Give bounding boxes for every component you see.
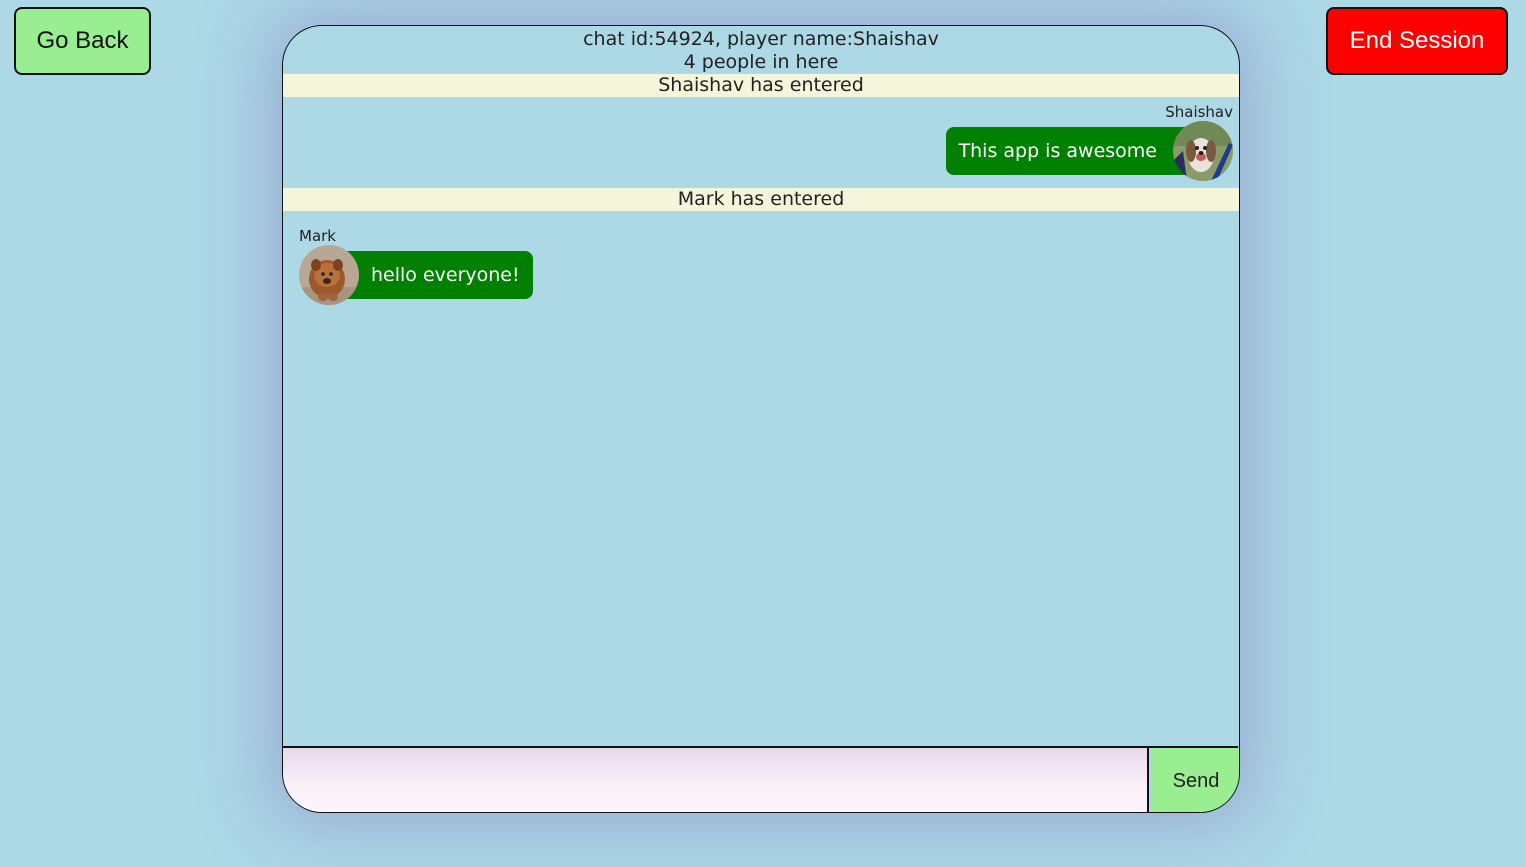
chat-window: chat id:54924, player name:Shaishav 4 pe… [282, 25, 1240, 813]
chat-info: chat id:54924, player name:Shaishav [583, 28, 939, 50]
message-bubble: This app is awesome [945, 127, 1207, 175]
sender-name: Shaishav [1165, 103, 1233, 121]
dog-photo-icon [1173, 121, 1233, 181]
end-session-button[interactable]: End Session [1326, 7, 1508, 75]
message-text: hello everyone! [371, 264, 520, 286]
avatar [1173, 121, 1233, 181]
system-message: Shaishav has entered [283, 74, 1239, 97]
people-count: 4 people in here [683, 51, 839, 73]
message-text: This app is awesome [958, 140, 1157, 162]
message-input[interactable] [283, 748, 1149, 812]
chat-header: chat id:54924, player name:Shaishav 4 pe… [283, 26, 1239, 74]
system-message: Mark has entered [283, 188, 1239, 211]
composer: Send [283, 746, 1239, 812]
message-row: Mark hello everyone! [283, 211, 1239, 311]
dog-photo-icon [299, 245, 359, 305]
message-row: Shaishav This app is awesome [283, 97, 1239, 188]
send-button[interactable]: Send [1151, 748, 1239, 812]
avatar [299, 245, 359, 305]
message-bubble: hello everyone! [329, 251, 533, 299]
go-back-button[interactable]: Go Back [14, 7, 151, 75]
sender-name: Mark [299, 227, 336, 245]
